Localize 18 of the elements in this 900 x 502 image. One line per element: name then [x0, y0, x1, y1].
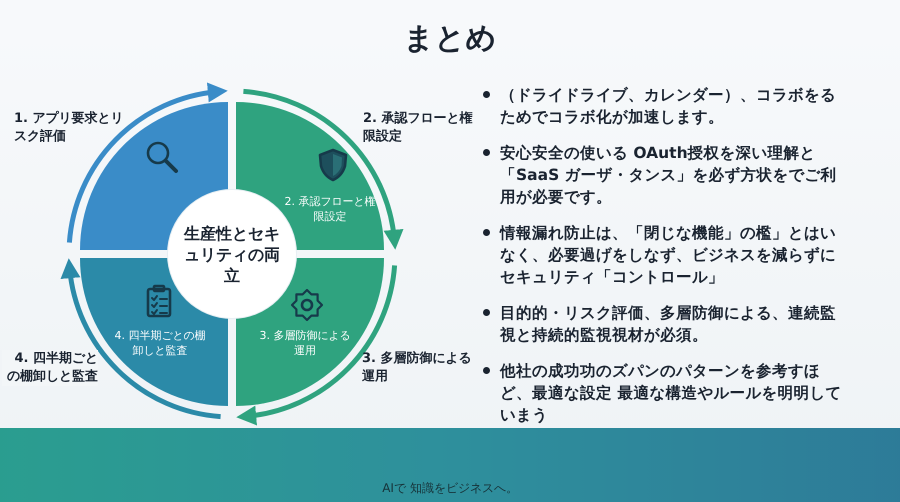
segment-label: 3. 多層防御による運用: [258, 328, 352, 358]
step-label: 3. 多層防御による運用: [362, 350, 473, 386]
bullet-text: 安心安全の使いる OAuth授权を深い理解と「SaaS ガーザ・タンス」を必ず方状をでご利用が必要です。: [478, 142, 850, 208]
cycle-arrow: [66, 83, 228, 243]
bullet-text: 他社の成功功のズパンのパターンを参考すほど、最適な設定 最適な構造やルールを明明していまう: [478, 360, 850, 426]
segment-label: 2. 承認フローと権限設定: [284, 194, 376, 224]
step-label: 2. 承認フローと権限設定: [363, 110, 474, 146]
tagline: AIで 知識をビジネスへ。: [381, 480, 519, 497]
cycle-arrow: [236, 265, 398, 425]
bullet-text: （ドライドライブ、カレンダー）、コラボをるためでコラボ化が加速します。: [478, 84, 850, 128]
center-label: 生産性とセキュリティの両立: [182, 222, 281, 286]
cycle-arrow: [243, 88, 403, 250]
step-label: 1. アプリ要求とリスク評価: [14, 110, 125, 146]
cycle-arrow: [61, 258, 221, 420]
bullet-text: 目的的・リスク評価、多層防御による、連続監視と持続的監視視材が必須。: [478, 302, 850, 346]
slide-title: まとめ: [402, 20, 498, 58]
bullet-text: 情報漏れ防止は、「閉じな機能」の檻」とはいなく、必要過げをしなず、ビジネスを減らずにセキュリティ「コントロール」: [478, 222, 850, 288]
segment-label: 4. 四半期ごとの棚卸しと監査: [114, 328, 206, 358]
